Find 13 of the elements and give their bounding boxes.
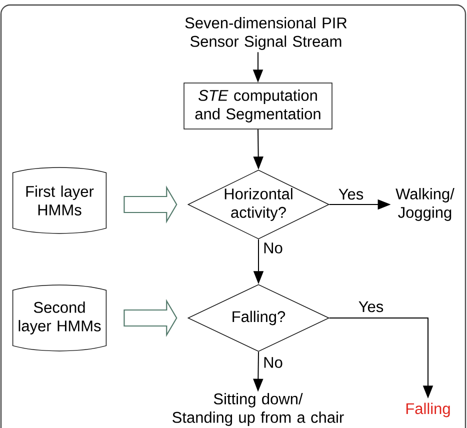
- edge-label: Yes: [338, 188, 364, 200]
- block-arrow: [124, 185, 178, 224]
- cylinder: First layer HMMs: [12, 167, 107, 234]
- edge-label: No: [262, 356, 284, 368]
- process-box: STE computation and Segmentation: [184, 82, 332, 130]
- outcome-label: Sitting down/ Standing up from a chair: [172, 393, 344, 426]
- input-label: Seven-dimensional PIR Sensor Signal Stream: [185, 17, 347, 50]
- outcome-label: Falling: [406, 402, 450, 418]
- cylinder: Second layer HMMs: [12, 284, 107, 352]
- outcome-label: Walking/ Jogging: [396, 188, 454, 221]
- block-arrow: [124, 298, 178, 337]
- edge-label: No: [262, 242, 284, 254]
- edge-label: Yes: [358, 300, 384, 313]
